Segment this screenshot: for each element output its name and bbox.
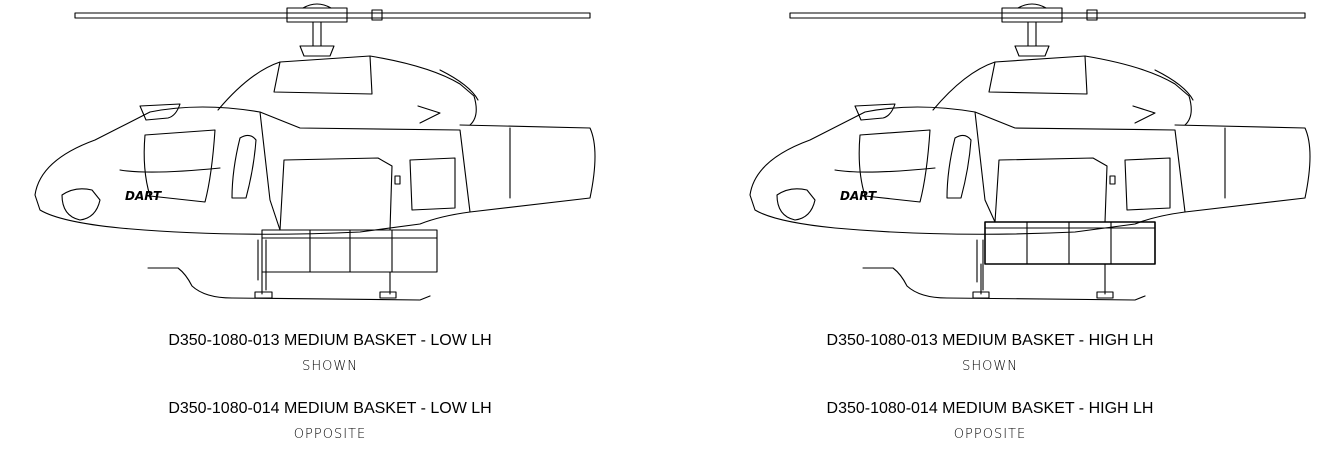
helicopter-drawing-high: DART xyxy=(749,3,1311,301)
windscreen xyxy=(858,129,931,203)
right-caption-line2: SHOWN xyxy=(962,359,1018,374)
fuselage xyxy=(749,106,1186,235)
fuselage-logo: DART xyxy=(125,189,162,203)
rotor-blade xyxy=(74,12,591,19)
left-caption-line1: D350-1080-013 MEDIUM BASKET - LOW LH xyxy=(168,332,492,349)
windscreen xyxy=(143,129,216,203)
rotor-hub xyxy=(286,7,348,23)
rear-window xyxy=(409,157,456,211)
right-caption-line4: OPPOSITE xyxy=(953,427,1027,442)
left-caption-line2: SHOWN xyxy=(302,359,358,374)
main-door xyxy=(994,157,1108,223)
rotor-mast xyxy=(1027,21,1037,47)
right-caption-line3: D350-1080-014 MEDIUM BASKET - HIGH LH xyxy=(826,400,1154,417)
basket xyxy=(984,221,1156,265)
main-door xyxy=(279,157,393,231)
engine-cowling xyxy=(932,55,1192,126)
diagram-low-basket: DART D350-1080-013 MEDIUM BASKET - LOW L… xyxy=(34,3,596,442)
helicopter-drawing-low: DART xyxy=(34,3,596,301)
front-door-window xyxy=(231,134,257,199)
diagram-high-basket: DART D350-1080-013 MEDIUM BASKET - HIGH … xyxy=(660,0,1320,454)
rotor-blade xyxy=(789,12,1306,19)
rear-window xyxy=(1124,157,1171,211)
right-caption-line1: D350-1080-013 MEDIUM BASKET - HIGH LH xyxy=(826,332,1154,349)
engine-cowling xyxy=(217,55,477,126)
fuselage xyxy=(34,106,471,235)
fuselage-logo: DART xyxy=(840,189,877,203)
landing-skid xyxy=(862,267,1146,301)
tail-boom xyxy=(459,124,596,213)
tail-boom xyxy=(1174,124,1311,213)
left-caption-line4: OPPOSITE xyxy=(293,427,367,442)
front-door-window xyxy=(946,134,972,199)
landing-skid xyxy=(147,267,431,301)
left-caption-line3: D350-1080-014 MEDIUM BASKET - LOW LH xyxy=(168,400,492,417)
rotor-mast xyxy=(312,21,322,47)
rotor-hub xyxy=(1001,7,1063,23)
